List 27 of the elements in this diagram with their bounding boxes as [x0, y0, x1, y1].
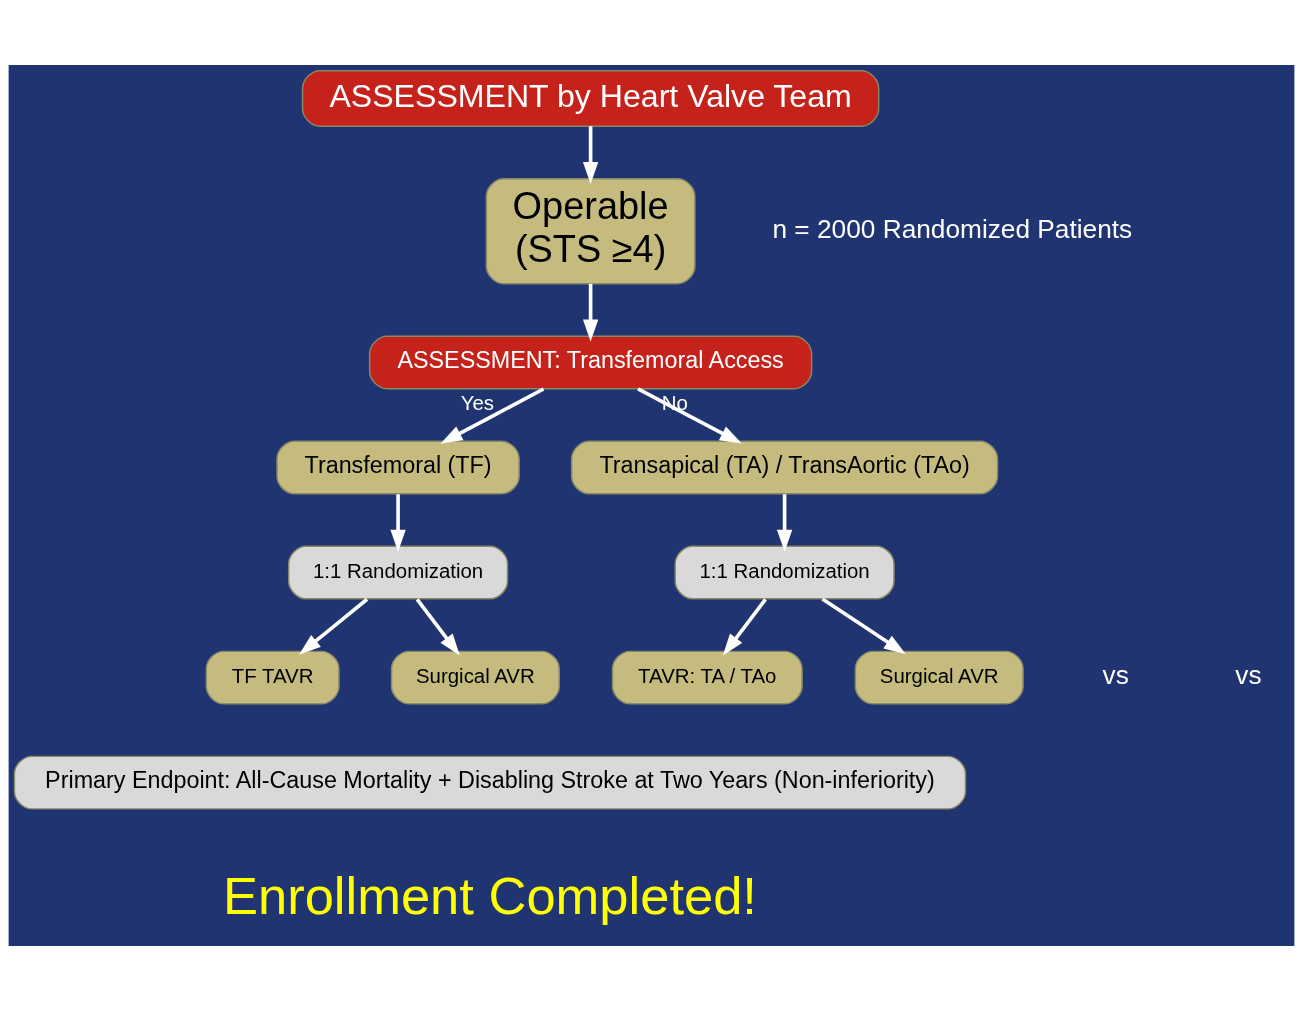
node-box: Operable (STS ≥4): [485, 177, 696, 285]
node-box: Primary Endpoint: All-Cause Mortality + Disabling Stroke at Two Years (Non-inferiority): [13, 755, 967, 810]
arrow: [582, 125, 599, 184]
arrow: [582, 283, 599, 341]
label: Enrollment Completed!: [222, 865, 757, 925]
node-box: ASSESSMENT: Transfemoral Access: [368, 335, 813, 390]
arrow: [440, 386, 545, 444]
node-box: TAVR: TA / TAo: [611, 650, 803, 705]
arrow: [722, 597, 767, 656]
node-box: ASSESSMENT by Heart Valve Team: [301, 69, 880, 127]
label: vs: [1102, 659, 1129, 690]
node-box: Transfemoral (TF): [276, 440, 520, 495]
arrow: [299, 597, 369, 655]
arrow: [390, 493, 406, 552]
node-box: 1:1 Randomization: [287, 545, 509, 600]
arrow: [821, 597, 906, 654]
edge-label: Yes: [460, 391, 494, 414]
arrow: [637, 386, 742, 444]
arrow: [415, 597, 460, 656]
label: n = 2000 Randomized Patients: [772, 213, 1133, 244]
node-box: Surgical AVR: [854, 650, 1024, 705]
node-box: Transapical (TA) / TransAortic (TAo): [570, 440, 999, 495]
node-box: TF TAVR: [205, 650, 340, 705]
arrow: [776, 493, 793, 552]
node-box: Surgical AVR: [390, 650, 560, 705]
label: vs: [1235, 659, 1262, 690]
node-box: 1:1 Randomization: [674, 545, 895, 600]
